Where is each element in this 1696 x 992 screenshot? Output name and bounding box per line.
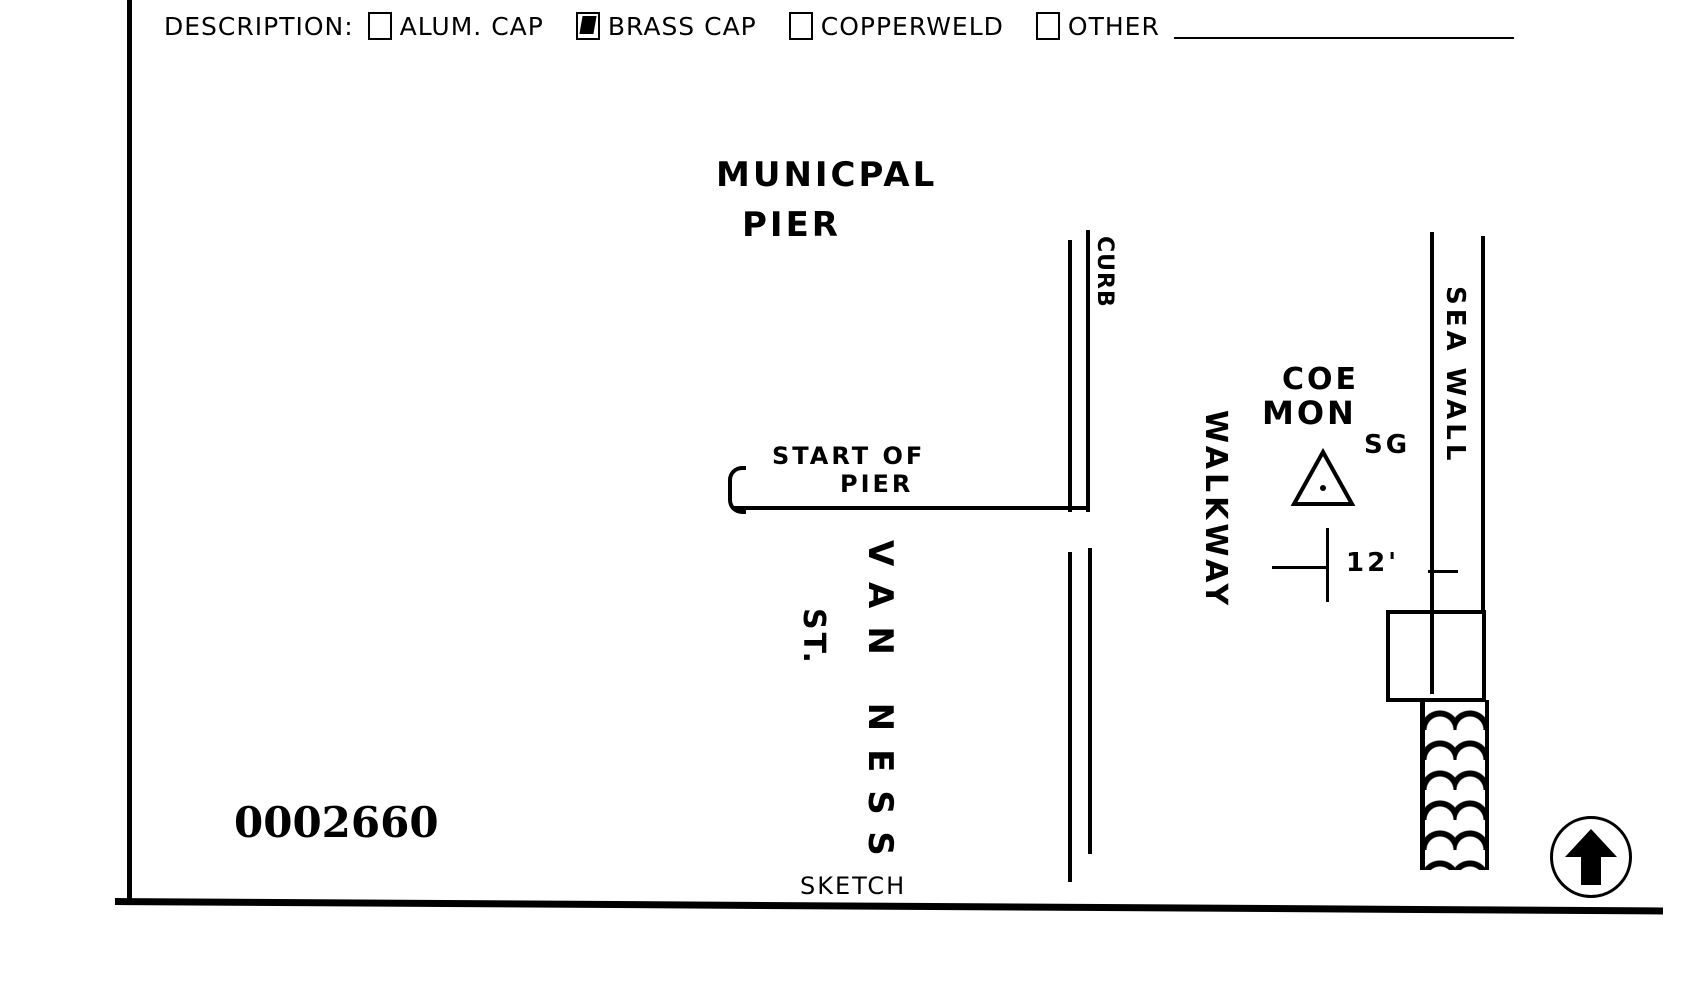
pier-start-line xyxy=(732,506,1090,510)
dimension-tick-left xyxy=(1326,528,1329,602)
start-of-pier-label-line2: PIER xyxy=(840,470,914,498)
alum-cap-label: ALUM. CAP xyxy=(399,11,544,41)
sketch-caption: SKETCH xyxy=(800,872,907,900)
start-of-pier-label-line1: START OF xyxy=(772,442,926,470)
other-label: OTHER xyxy=(1067,11,1160,41)
brass-cap-checkbox[interactable] xyxy=(575,12,600,40)
description-label: DESCRIPTION: xyxy=(164,11,354,41)
street-suffix-label: ST. xyxy=(796,608,831,666)
sg-label: SG xyxy=(1364,430,1411,460)
curb-line-left-lower xyxy=(1068,552,1072,882)
frame-bottom-border xyxy=(114,898,1663,915)
dimension-line-left xyxy=(1272,566,1328,569)
coe-mon-label-line2: MON xyxy=(1262,394,1357,432)
other-input-line[interactable] xyxy=(1173,13,1514,39)
municipal-pier-label-line2: PIER xyxy=(742,205,841,245)
sea-wall-line-left xyxy=(1430,232,1434,612)
monument-triangle-icon xyxy=(1290,448,1356,506)
north-arrow-icon xyxy=(1550,816,1632,898)
brass-cap-label: BRASS CAP xyxy=(607,11,757,41)
document-number: 0002660 xyxy=(234,798,439,847)
coe-mon-label-line1: COE xyxy=(1282,362,1360,397)
structure-box xyxy=(1386,610,1486,702)
alum-cap-checkbox[interactable] xyxy=(367,12,392,40)
curb-line-right-lower xyxy=(1088,548,1092,854)
walkway-label: WALKWAY xyxy=(1198,410,1233,610)
dimension-line-right xyxy=(1428,570,1458,573)
description-row: DESCRIPTION: ALUM. CAP BRASS CAP COPPERW… xyxy=(164,6,1514,46)
curb-line-right-upper xyxy=(1086,230,1090,512)
frame-left-border xyxy=(127,0,132,905)
riprap-pattern xyxy=(1420,700,1489,870)
municipal-pier-label-line1: MUNICPAL xyxy=(716,155,938,195)
pier-start-hook xyxy=(728,466,746,514)
sea-wall-line-right xyxy=(1481,236,1485,612)
street-name-label: VAN NESS xyxy=(860,540,900,874)
distance-label: 12' xyxy=(1346,548,1400,578)
other-checkbox[interactable] xyxy=(1035,12,1060,40)
copperweld-label: COPPERWELD xyxy=(820,11,1004,41)
structure-box-divider xyxy=(1430,610,1434,694)
curb-line-left-upper xyxy=(1068,240,1072,512)
copperweld-checkbox[interactable] xyxy=(788,12,813,40)
curb-label: CURB xyxy=(1092,236,1117,308)
sea-wall-label: SEA WALL xyxy=(1440,286,1470,465)
